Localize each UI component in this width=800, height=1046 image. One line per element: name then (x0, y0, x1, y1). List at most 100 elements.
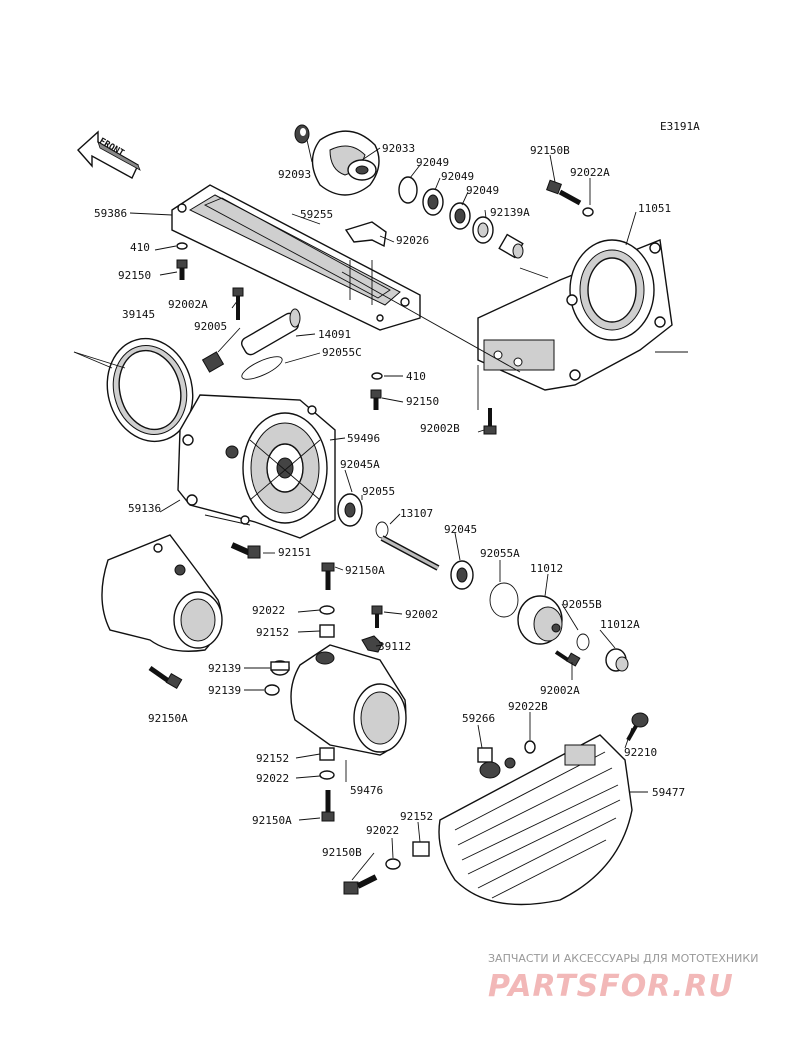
collar-92152-a (319, 624, 335, 638)
label-92139A: 92139A (490, 206, 530, 219)
label-92022-a: 92022 (252, 604, 285, 617)
label-92002B: 92002B (420, 422, 460, 435)
o-ring-92055 (375, 521, 389, 539)
spacer-92139A (498, 233, 524, 259)
collar-92152-c (412, 841, 430, 857)
tube-14091 (241, 308, 301, 356)
o-ring-92055A (489, 582, 519, 618)
label-92150A-mid: 92150A (345, 564, 385, 577)
label-39145: 39145 (122, 308, 155, 321)
bolt-92150B-top (546, 179, 582, 206)
bolt-92150A-bot (321, 790, 335, 822)
label-13107: 13107 (400, 507, 433, 520)
washer-92022B (524, 740, 536, 754)
pump-housing-11051 (477, 239, 673, 391)
bolt-92150-b (370, 389, 382, 410)
cap-11012 (517, 595, 563, 645)
label-11012: 11012 (530, 562, 563, 575)
collar-92152-b (319, 747, 335, 761)
steering-nozzle-59476 (290, 644, 407, 756)
label-92045A: 92045A (340, 458, 380, 471)
fitting-92005 (201, 351, 225, 373)
label-92002A-top: 92002A (168, 298, 208, 311)
bolt-92150-a (176, 259, 188, 280)
label-92093: 92093 (278, 168, 311, 181)
label-92150-b: 92150 (406, 395, 439, 408)
label-92002A-low: 92002A (540, 684, 580, 697)
label-92049-c: 92049 (466, 184, 499, 197)
label-11012A: 11012A (600, 618, 640, 631)
watermark-caption: ЗАПЧАСТИ И АКСЕССУАРЫ ДЛЯ МОТОТЕХНИКИ (488, 952, 758, 965)
label-92005: 92005 (194, 320, 227, 333)
label-59386: 59386 (94, 207, 127, 220)
bolt-92002A-low (554, 650, 581, 667)
bolt-92002 (371, 605, 383, 628)
ride-plate (171, 184, 421, 331)
bolt-92150A-left (148, 665, 183, 690)
o-ring-92055C (241, 356, 283, 380)
label-92150A-bot: 92150A (252, 814, 292, 827)
label-11051: 11051 (638, 202, 671, 215)
washer-92022-a (319, 605, 335, 615)
bearing-92045A (337, 493, 363, 527)
bushing-92139-b (264, 684, 280, 696)
washer-410-b (371, 372, 383, 380)
stator-59496 (177, 394, 336, 539)
label-410-b: 410 (406, 370, 426, 383)
plug-11012A (605, 648, 629, 672)
label-92152-a: 92152 (256, 626, 289, 639)
label-39112: 39112 (378, 640, 411, 653)
label-410-a: 410 (130, 241, 150, 254)
label-92026: 92026 (396, 234, 429, 247)
pump-cover-59477 (438, 734, 633, 906)
label-92049-a: 92049 (416, 156, 449, 169)
label-59266: 59266 (462, 712, 495, 725)
watermark-brand: PARTSFOR.RU (488, 969, 734, 1004)
bolt-92150B-bot (343, 874, 378, 895)
bearing-92045 (450, 560, 474, 590)
bolt-92151 (230, 542, 261, 559)
label-14091: 14091 (318, 328, 351, 341)
label-92152-b: 92152 (256, 752, 289, 765)
washer-410-a (176, 242, 188, 250)
label-92055: 92055 (362, 485, 395, 498)
shaft-13107 (380, 535, 440, 571)
impeller (311, 130, 380, 196)
label-92055B: 92055B (562, 598, 602, 611)
label-92151: 92151 (278, 546, 311, 559)
bushing-92139-a (270, 660, 290, 676)
front-arrow-icon: FRONT (77, 130, 141, 179)
bolt-92210 (626, 712, 649, 741)
label-92022-c: 92022 (366, 824, 399, 837)
label-92150B-bot: 92150B (322, 846, 362, 859)
cap-92093 (294, 124, 310, 144)
label-92045: 92045 (444, 523, 477, 536)
label-92002: 92002 (405, 608, 438, 621)
label-92022A: 92022A (570, 166, 610, 179)
diagram-code: E3191A (660, 120, 700, 133)
label-59136: 59136 (128, 502, 161, 515)
label-59476: 59476 (350, 784, 383, 797)
bolt-92002B (483, 408, 497, 435)
label-92022-b: 92022 (256, 772, 289, 785)
ring-39145 (106, 337, 194, 443)
washer-92022-c (385, 858, 401, 870)
o-ring-92055B (576, 633, 590, 651)
washer-92022-b (319, 770, 335, 780)
label-92139-b: 92139 (208, 684, 241, 697)
washer-92022A (582, 207, 594, 217)
ring-92049-a (398, 176, 418, 204)
part-labels: 92093 92033 92049 92049 92049 92139A 921… (94, 142, 685, 859)
label-92150-a: 92150 (118, 269, 151, 282)
label-92210: 92210 (624, 746, 657, 759)
label-59496: 59496 (347, 432, 380, 445)
label-59477: 59477 (652, 786, 685, 799)
nozzle-59136 (101, 534, 223, 652)
fitting-59266 (477, 747, 516, 779)
label-92055A: 92055A (480, 547, 520, 560)
clip-92026 (344, 221, 387, 248)
clip-39112 (361, 635, 383, 653)
label-92022B: 92022B (508, 700, 548, 713)
bolt-92150A-mid (321, 562, 335, 590)
